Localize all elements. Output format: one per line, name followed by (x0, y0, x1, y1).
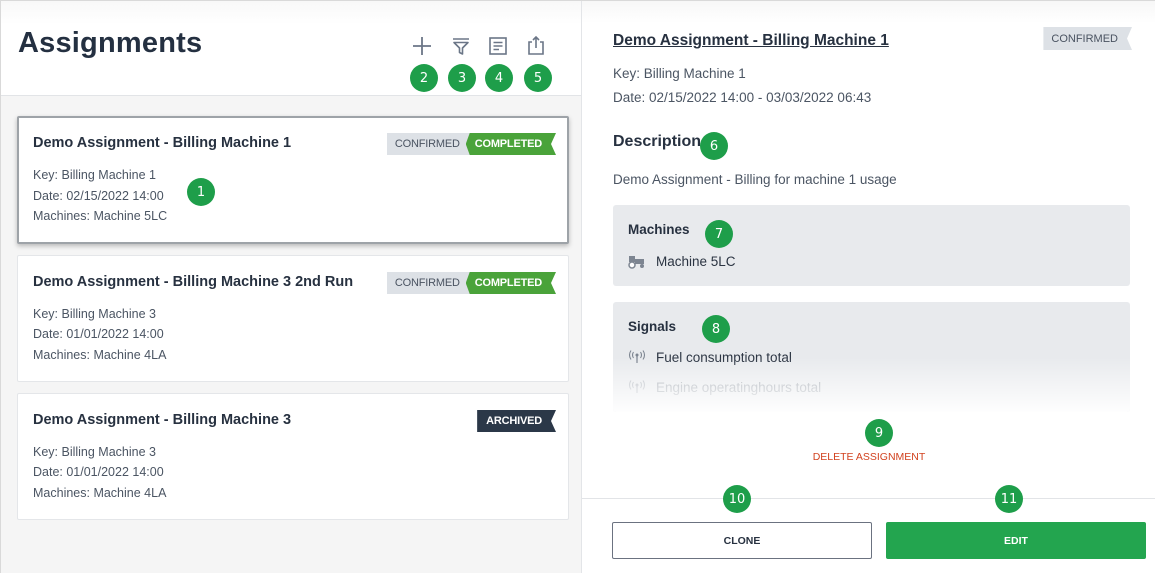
document-icon (489, 37, 507, 55)
detail-key: Key: Billing Machine 1 (613, 66, 746, 81)
annotation-marker: 9 (865, 419, 893, 447)
signal-label: Fuel consumption total (656, 349, 792, 365)
detail-title-link[interactable]: Demo Assignment - Billing Machine 1 (613, 32, 889, 49)
add-assignment-button[interactable] (409, 33, 435, 59)
signals-section: Signals 8 Fuel consumption total Engine … (613, 302, 1130, 412)
filter-icon (453, 38, 469, 55)
share-icon (528, 35, 544, 55)
description-heading: Description (613, 133, 702, 150)
signal-item[interactable]: Engine operatinghours total (628, 379, 821, 395)
card-date: Date: 02/15/2022 14:00 (33, 189, 164, 203)
status-badge-completed: COMPLETED (466, 133, 556, 155)
annotation-marker: 3 (448, 64, 476, 92)
card-machines: Machines: Machine 4LA (33, 348, 167, 362)
assignments-list-panel: Assignments 2 3 4 5 Demo Assignment - Bi… (1, 1, 582, 573)
annotation-marker: 8 (702, 315, 730, 343)
card-date: Date: 01/01/2022 14:00 (33, 327, 164, 341)
status-badge-confirmed: CONFIRMED (386, 272, 470, 294)
machine-item[interactable]: Machine 5LC (628, 253, 736, 269)
page-title: Assignments (18, 27, 203, 59)
plus-icon (413, 37, 431, 55)
card-machines: Machines: Machine 4LA (33, 486, 167, 500)
machines-section: Machines 7 Machine 5LC (613, 205, 1130, 286)
annotation-marker: 1 (187, 178, 215, 206)
signal-item[interactable]: Fuel consumption total (628, 349, 792, 365)
header-shade (582, 1, 1155, 23)
status-badges: CONFIRMED COMPLETED (386, 133, 556, 155)
signals-heading: Signals (628, 319, 677, 334)
status-badge-archived: ARCHIVED (477, 410, 556, 432)
machine-label: Machine 5LC (656, 253, 736, 269)
card-title: Demo Assignment - Billing Machine 3 (33, 412, 292, 428)
annotation-marker: 10 (723, 485, 751, 513)
filter-button[interactable] (448, 33, 474, 59)
detail-date: Date: 02/15/2022 14:00 - 03/03/2022 06:4… (613, 90, 872, 105)
assignment-card[interactable]: Demo Assignment - Billing Machine 1 CONF… (17, 116, 569, 244)
export-button[interactable] (523, 33, 549, 59)
antenna-icon (628, 350, 646, 363)
card-date: Date: 01/01/2022 14:00 (33, 465, 164, 479)
annotation-marker: 4 (485, 64, 513, 92)
annotation-marker: 2 (410, 64, 438, 92)
assignment-card[interactable]: Demo Assignment - Billing Machine 3 ARCH… (17, 393, 569, 520)
status-badge-confirmed: CONFIRMED (1043, 27, 1132, 50)
assignment-detail-panel: Demo Assignment - Billing Machine 1 CONF… (582, 1, 1155, 573)
annotation-marker: 11 (995, 485, 1023, 513)
card-key: Key: Billing Machine 1 (33, 168, 156, 182)
delete-assignment-link[interactable]: DELETE ASSIGNMENT (812, 451, 926, 463)
footer-divider (582, 498, 1155, 499)
card-key: Key: Billing Machine 3 (33, 307, 156, 321)
report-button[interactable] (485, 33, 511, 59)
card-title: Demo Assignment - Billing Machine 3 2nd … (33, 274, 354, 290)
list-header: Assignments 2 3 4 5 (1, 1, 581, 96)
status-badges: CONFIRMED COMPLETED (386, 272, 556, 294)
card-machines: Machines: Machine 5LC (33, 209, 168, 223)
clone-button[interactable]: CLONE (612, 522, 872, 559)
antenna-icon (628, 380, 646, 393)
card-key: Key: Billing Machine 3 (33, 445, 156, 459)
annotation-marker: 5 (524, 64, 552, 92)
card-title: Demo Assignment - Billing Machine 1 (33, 135, 292, 151)
status-badge-confirmed: CONFIRMED (386, 133, 470, 155)
description-text: Demo Assignment - Billing for machine 1 … (613, 172, 897, 187)
assignment-card[interactable]: Demo Assignment - Billing Machine 3 2nd … (17, 255, 569, 382)
annotation-marker: 6 (700, 132, 728, 160)
status-badges: ARCHIVED (477, 410, 556, 432)
annotation-marker: 7 (705, 220, 733, 248)
tractor-icon (628, 256, 644, 269)
signal-label: Engine operatinghours total (656, 379, 822, 395)
edit-button[interactable]: EDIT (886, 522, 1146, 559)
status-badge-completed: COMPLETED (466, 272, 556, 294)
machines-heading: Machines (628, 222, 690, 237)
